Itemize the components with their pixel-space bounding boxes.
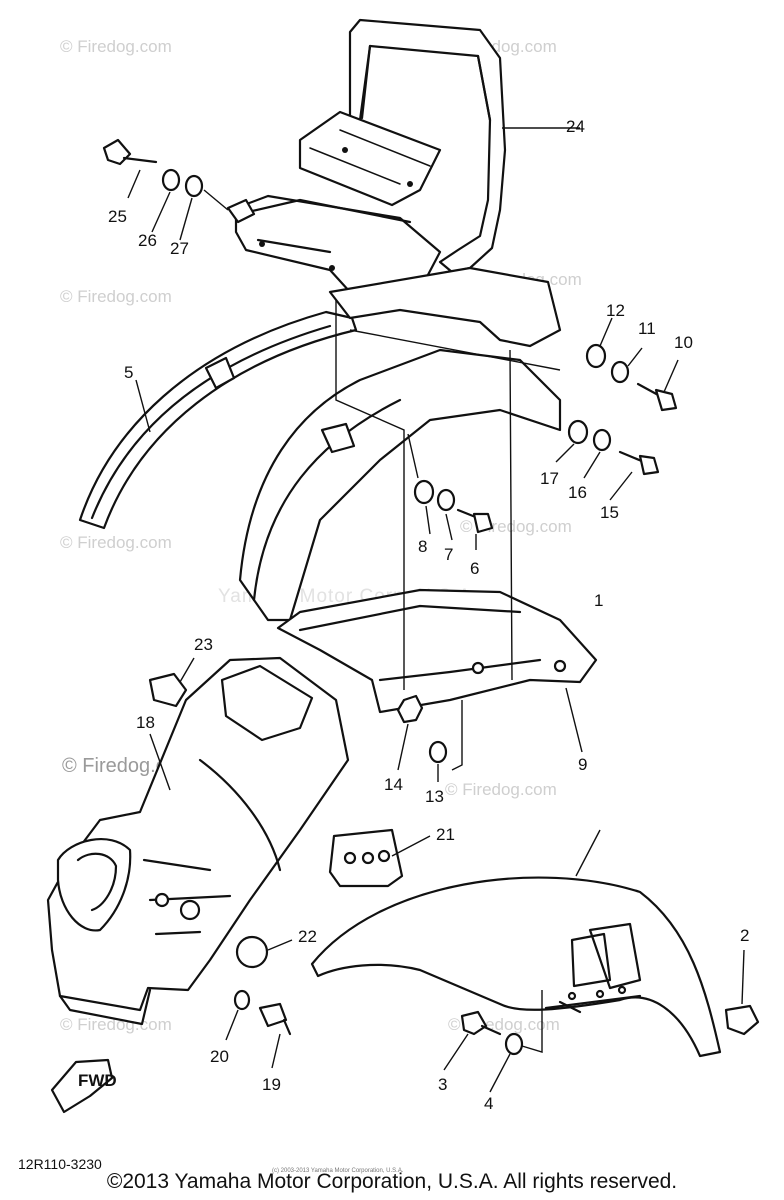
part-number: 12 xyxy=(606,301,625,320)
part-number-labels: 1 2 3 4 5 6 7 8 9 10 11 12 13 14 15 16 1… xyxy=(108,117,749,1113)
part-number: 16 xyxy=(568,483,587,502)
washer-8-drawing xyxy=(413,479,435,505)
screw-19-drawing xyxy=(258,1002,292,1036)
part-number: 3 xyxy=(438,1075,447,1094)
bolt-10-drawing xyxy=(636,382,678,412)
washer-12-drawing xyxy=(585,343,607,369)
washer-17-drawing xyxy=(567,419,589,445)
part-number: 17 xyxy=(540,469,559,488)
part-number: 23 xyxy=(194,635,213,654)
backrest-bar-drawing xyxy=(226,18,507,304)
washer-20-drawing xyxy=(233,989,251,1011)
fwd-arrow-icon: FWD xyxy=(50,1058,117,1114)
washer-13-drawing xyxy=(428,740,448,764)
washer-27-drawing xyxy=(184,174,204,198)
part-number: 27 xyxy=(170,239,189,258)
lock-washer-7-drawing xyxy=(436,488,456,512)
cap-22-drawing xyxy=(235,935,269,969)
part-number: 5 xyxy=(124,363,133,382)
part-number: 14 xyxy=(384,775,403,794)
bolt-15-drawing xyxy=(618,450,660,476)
part-number: 15 xyxy=(600,503,619,522)
part-number: 1 xyxy=(594,591,603,610)
leader-line xyxy=(203,189,229,211)
watermark: © Firedog.com xyxy=(60,37,172,56)
rear-fender-drawing xyxy=(238,266,562,622)
part-number: 24 xyxy=(566,117,585,136)
part-number: 6 xyxy=(470,559,479,578)
rear-fender-stay-drawing xyxy=(78,310,358,530)
fine-print-copyright: (c) 2003-2013 Yamaha Motor Corporation, … xyxy=(272,1168,404,1174)
part-number: 9 xyxy=(578,755,587,774)
leader-line xyxy=(521,990,543,1053)
part-number: 20 xyxy=(210,1047,229,1066)
part-number: 22 xyxy=(298,927,317,946)
part-number: 18 xyxy=(136,713,155,732)
front-fender-drawing xyxy=(310,876,722,1058)
assembly-guide-lines xyxy=(335,300,561,771)
watermark: © Firedog.com xyxy=(60,533,172,552)
lock-washer-11-drawing xyxy=(610,360,630,384)
bolt-3-drawing xyxy=(460,1010,502,1036)
part-number: 21 xyxy=(436,825,455,844)
lock-washer-16-drawing xyxy=(592,428,612,452)
part-number: 13 xyxy=(425,787,444,806)
plate-21-drawing xyxy=(328,828,404,888)
flap-drawing xyxy=(46,656,350,1026)
part-number: 26 xyxy=(138,231,157,250)
watermark: © Firedog.com xyxy=(445,780,557,799)
clamp-23-drawing xyxy=(148,672,188,708)
watermark: © Firedog.com xyxy=(60,287,172,306)
part-number: 25 xyxy=(108,207,127,226)
part-number: 8 xyxy=(418,537,427,556)
part-number: 4 xyxy=(484,1094,493,1113)
part-number: 7 xyxy=(444,545,453,564)
leader-lines xyxy=(127,127,745,1093)
part-number: 11 xyxy=(638,319,656,338)
bolt-6-drawing xyxy=(456,508,494,534)
part-number: 2 xyxy=(740,926,749,945)
rear-fender-lower-drawing xyxy=(276,588,598,714)
nut-14-drawing xyxy=(396,694,424,724)
fwd-label: FWD xyxy=(78,1071,117,1090)
lock-washer-26-drawing xyxy=(161,168,181,192)
washer-4-drawing xyxy=(504,1032,524,1056)
bolt-25-drawing xyxy=(102,138,158,166)
part-number: 10 xyxy=(674,333,693,352)
copyright-notice: ©2013 Yamaha Motor Corporation, U.S.A. A… xyxy=(106,1170,678,1193)
grommet-2-drawing xyxy=(724,1004,760,1036)
part-number: 19 xyxy=(262,1075,281,1094)
diagram-code: 12R110-3230 xyxy=(18,1156,102,1172)
